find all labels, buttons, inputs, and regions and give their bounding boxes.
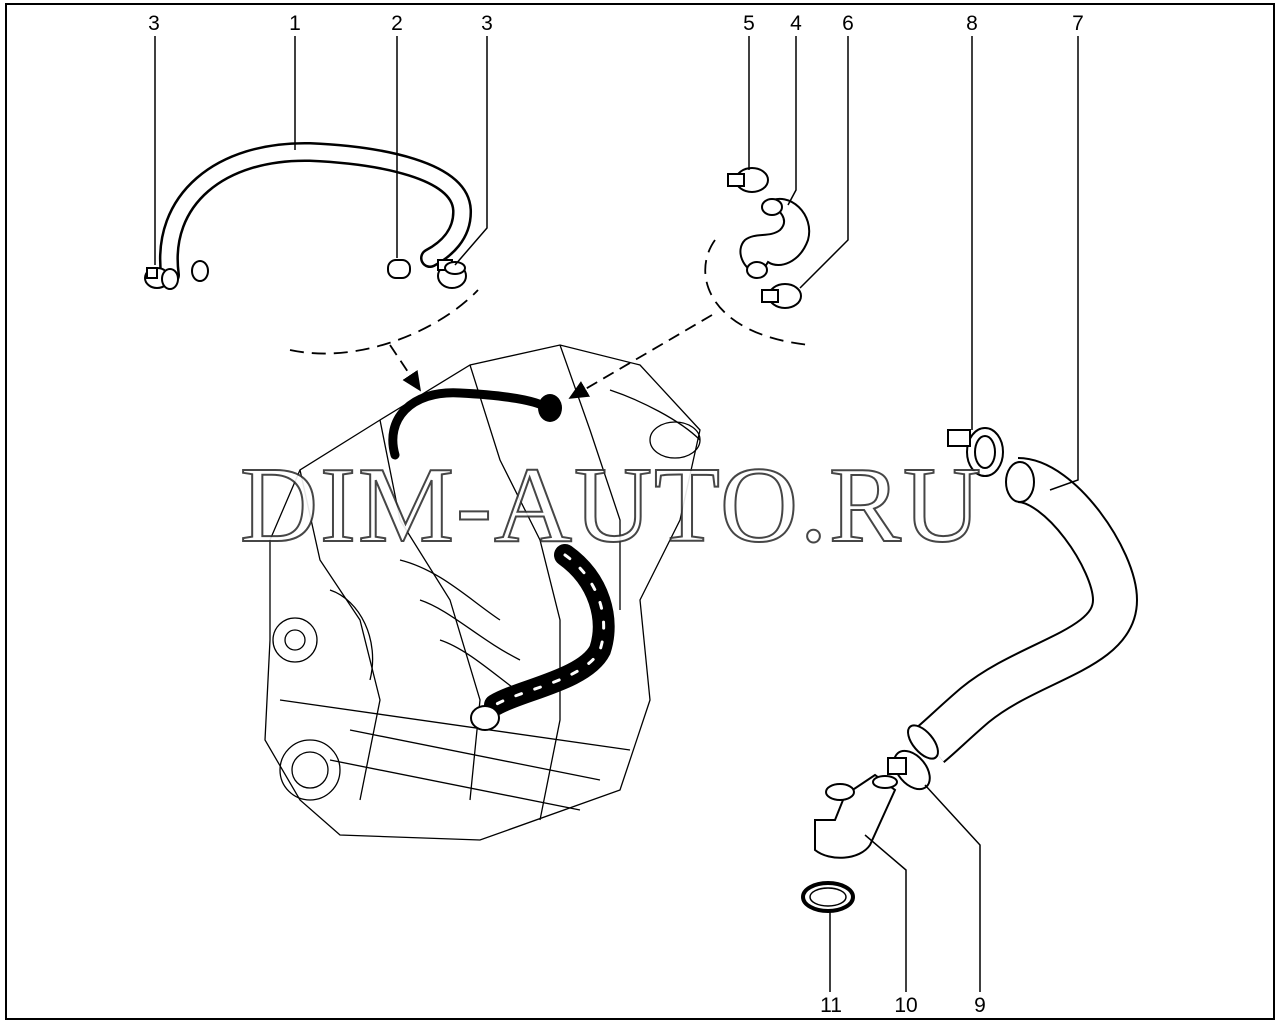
callout-5: 5 (743, 12, 755, 35)
watermark: DIM-AUTO.RU (239, 446, 983, 565)
engine-block (264, 344, 701, 841)
clamp-part-3-right (437, 259, 467, 289)
installed-hose-1 (388, 388, 555, 460)
callout-2: 2 (391, 12, 403, 35)
clamp-part-9 (887, 749, 931, 791)
connector-part-2 (387, 259, 411, 279)
callout-9: 9 (974, 994, 986, 1017)
installed-hose-7 (484, 544, 615, 716)
callout-1: 1 (289, 12, 301, 35)
callout-10: 10 (894, 994, 918, 1017)
outlet-pipe-part-10 (814, 773, 898, 859)
elbow-hose-part-4 (739, 197, 811, 279)
clamp-part-6 (761, 283, 802, 309)
callout-6: 6 (842, 12, 854, 35)
hose-part-1 (158, 141, 472, 285)
o-ring-part-11 (801, 881, 855, 913)
callout-7: 7 (1072, 12, 1084, 35)
callout-8: 8 (966, 12, 978, 35)
pointer-arrow-center (568, 314, 713, 399)
clamp-part-8 (947, 427, 1004, 477)
leader-lines (154, 36, 1079, 992)
diagram-border (5, 3, 1275, 1020)
callout-11: 11 (820, 994, 842, 1017)
callout-4: 4 (790, 12, 802, 35)
callout-3-left: 3 (148, 12, 160, 35)
installed-hose-4 (538, 394, 562, 422)
group-boundary-center (704, 239, 811, 346)
large-hose-part-7 (907, 457, 1139, 763)
installed-outlet-10 (470, 705, 500, 731)
callout-3-right: 3 (481, 12, 493, 35)
pointer-arrow-left (389, 344, 421, 392)
clamp-part-3-left (144, 267, 179, 290)
group-boundary-left (289, 289, 479, 355)
clamp-part-5 (727, 167, 769, 193)
